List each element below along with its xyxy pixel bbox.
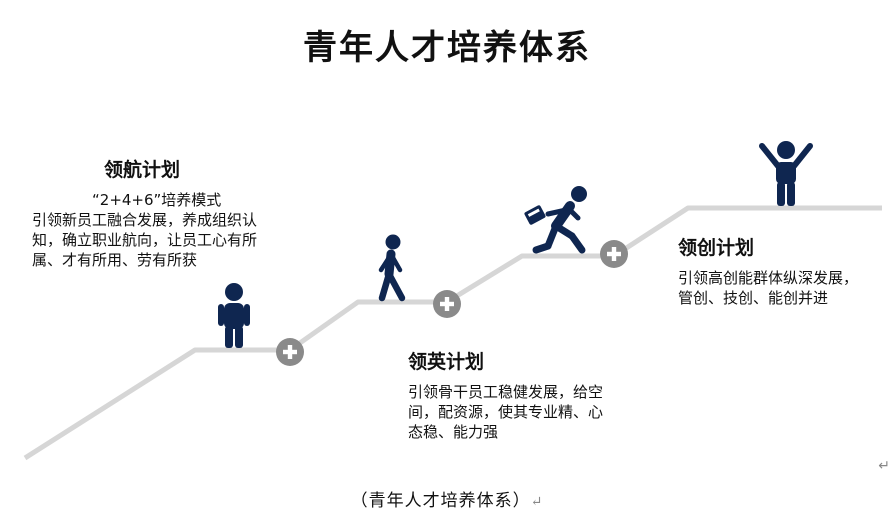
cheering-person-icon: [759, 141, 813, 206]
return-mark: ↵: [878, 458, 890, 474]
plan-lingxiao-block: 领航计划 “2+4+6”培养模式 引领新员工融合发展，养成组织认 知，确立职业航…: [32, 158, 292, 270]
plan-line: 知，确立职业航向，让员工心有所: [32, 231, 258, 249]
plan-line: 间，配资源，使其专业精、心: [408, 403, 604, 421]
plan-lingying-block: 领英计划 引领骨干员工稳健发展，给空 间，配资源，使其专业精、心 态稳、能力强: [408, 350, 648, 442]
plus-circle-icon: [276, 338, 304, 366]
plan-line: 引领新员工融合发展，养成组织认: [32, 211, 258, 229]
page-title: 青年人才培养体系: [303, 28, 591, 68]
running-person-with-briefcase-icon: [524, 186, 587, 254]
standing-person-icon: [218, 283, 250, 348]
return-mark: ↵: [530, 494, 544, 510]
plan-title: 领英计划: [408, 351, 485, 373]
figure-caption: （青年人才培养体系）↵: [0, 486, 894, 511]
plan-lingchuang-block: 领创计划 引领高创能群体纵深发展， 管创、技创、能创并进: [678, 236, 888, 308]
plus-circle-icon: [433, 290, 461, 318]
plan-line: 引领骨干员工稳健发展，给空: [408, 383, 604, 401]
plan-line: “2+4+6”培养模式: [92, 191, 222, 209]
plan-title: 领航计划: [104, 159, 181, 181]
plan-line: 属、才有所用、劳有所获: [32, 251, 198, 269]
plus-circle-icon: [600, 240, 628, 268]
plan-title: 领创计划: [678, 237, 755, 259]
plan-line: 管创、技创、能创并进: [678, 289, 829, 307]
walking-person-icon: [378, 234, 406, 302]
plan-line: 态稳、能力强: [408, 423, 499, 441]
caption-text: （青年人才培养体系）: [350, 491, 531, 511]
plan-line: 引领高创能群体纵深发展，: [678, 269, 859, 287]
